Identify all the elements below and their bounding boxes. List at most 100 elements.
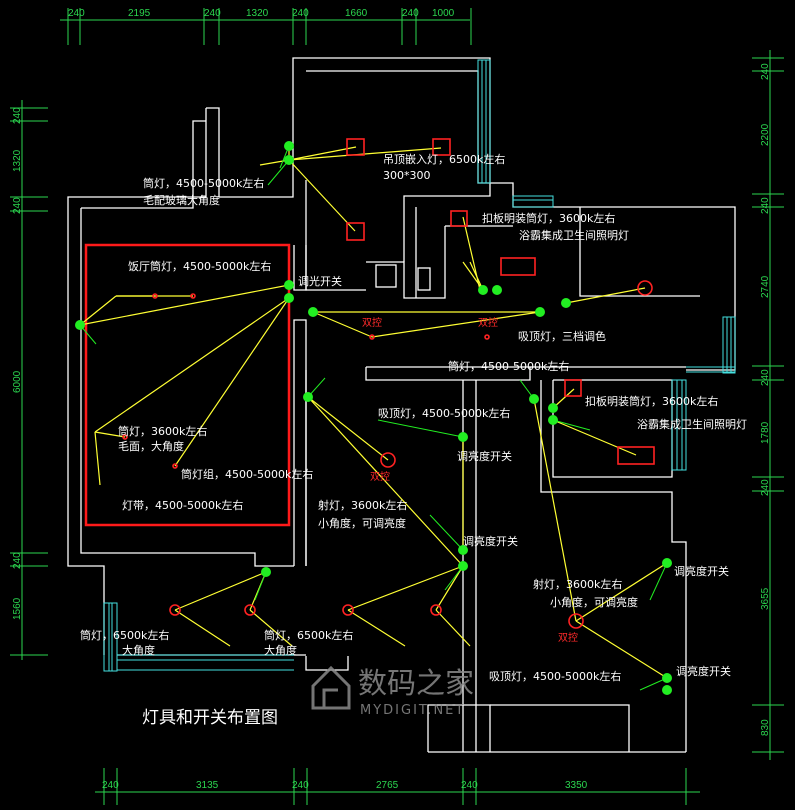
- dim-bottom-3: 240: [292, 780, 309, 791]
- label-20: 射灯，3600k左右: [533, 577, 622, 591]
- fixture-panel-2: [432, 138, 451, 156]
- switch-17: [548, 403, 558, 413]
- watermark-logo-icon: [311, 665, 351, 710]
- label-13: 调亮度开关: [457, 449, 512, 463]
- label-17: 射灯，3600k左右: [318, 498, 407, 512]
- dim-right-9: 830: [760, 719, 771, 736]
- label-10b: 浴霸集成卫生间照明灯: [637, 417, 747, 431]
- switch-9: [535, 307, 545, 317]
- dim-left-1: 240: [12, 107, 23, 124]
- switch-20: [662, 673, 672, 683]
- label-10: 扣板明装筒灯，3600k左右: [585, 394, 718, 408]
- watermark-en: MYDIGIT.NET: [360, 703, 465, 718]
- switch-14: [458, 561, 468, 571]
- fixture-spot-4: [430, 604, 442, 616]
- label-21: 双控: [558, 631, 578, 644]
- dim-left-4: 6000: [12, 370, 23, 393]
- dim-bottom-2: 3135: [196, 780, 219, 791]
- fixture-ceiling-2: [568, 613, 584, 629]
- dim-top-5: 240: [292, 8, 309, 19]
- label-24: 吸顶灯，4500-5000k左右: [489, 669, 621, 683]
- switch-16: [529, 394, 539, 404]
- label-18: 调亮度开关: [463, 534, 518, 548]
- label-23b: 大角度: [264, 643, 297, 657]
- dim-top-8: 1000: [432, 8, 455, 19]
- label-20b: 小角度，可调亮度: [550, 595, 638, 609]
- zone-highlight: [84, 243, 291, 527]
- dim-left-2: 1320: [12, 149, 23, 172]
- dim-right-3: 240: [760, 197, 771, 214]
- label-9: 筒灯，4500-5000k左右: [448, 359, 569, 373]
- label-6: 双控: [362, 316, 382, 329]
- switch-1: [284, 141, 294, 151]
- fixture-ceiling-1: [380, 452, 396, 468]
- switch-4: [284, 293, 294, 303]
- fixture-panel-3: [346, 222, 365, 241]
- fixture-panel-1: [346, 138, 365, 156]
- switch-19: [662, 558, 672, 568]
- dim-right-8: 3655: [760, 587, 771, 610]
- dim-right-1: 240: [760, 63, 771, 80]
- label-14: 双控: [370, 470, 390, 483]
- dim-top-7: 240: [402, 8, 419, 19]
- annotations: 筒灯，4500-5000k左右 毛配玻璃大角度 吊顶嵌入灯，6500k左右 30…: [80, 152, 747, 683]
- fixture-downlight-1: [637, 280, 653, 296]
- label-1: 筒灯，4500-5000k左右: [143, 176, 264, 190]
- dim-top-4: 1320: [246, 8, 269, 19]
- dim-right-7: 240: [760, 479, 771, 496]
- top-dimension-line: [60, 8, 472, 45]
- label-16: 灯带，4500-5000k左右: [122, 498, 243, 512]
- wiring: [79, 146, 668, 679]
- label-22b: 大角度: [122, 643, 155, 657]
- switch-13: [458, 545, 468, 555]
- switch-2: [284, 155, 294, 165]
- bottom-dimension-line: [95, 768, 700, 805]
- fixture-spot-2: [244, 604, 256, 616]
- light-fixtures: [122, 138, 655, 629]
- fixture-panel-6: [564, 379, 582, 397]
- label-11b: 毛面，大角度: [118, 439, 184, 453]
- label-12: 吸顶灯，4500-5000k左右: [378, 406, 510, 420]
- drawing-title: 灯具和开关布置图: [142, 708, 278, 728]
- dim-bottom-5: 240: [461, 780, 478, 791]
- fixture-dot-3: [122, 434, 128, 440]
- fixture-dot-2: [190, 293, 196, 299]
- fixture-spot-1: [169, 604, 181, 616]
- switch-21: [662, 685, 672, 695]
- switch-15: [261, 567, 271, 577]
- dim-top-6: 1660: [345, 8, 368, 19]
- fixture-dot-4: [172, 463, 178, 469]
- switch-18: [548, 415, 558, 425]
- label-3: 扣板明装筒灯，3600k左右: [482, 211, 615, 225]
- label-2: 吊顶嵌入灯，6500k左右: [383, 152, 505, 166]
- left-dimension-line: [10, 100, 48, 660]
- label-25: 调亮度开关: [676, 664, 731, 678]
- watermark: 数码之家 MYDIGIT.NET: [311, 665, 474, 718]
- switch-8: [492, 285, 502, 295]
- fixture-panel-7: [617, 446, 655, 465]
- dim-right-6: 1780: [760, 421, 771, 444]
- switch-6: [308, 307, 318, 317]
- dim-left-6: 1560: [12, 597, 23, 620]
- fixture-spot-3: [342, 604, 354, 616]
- label-23: 筒灯，6500k左右: [264, 628, 353, 642]
- dim-right-5: 240: [760, 369, 771, 386]
- label-15: 筒灯组，4500-5000k左右: [181, 467, 313, 481]
- label-8: 吸顶灯，三档调色: [518, 329, 606, 343]
- fixture-dot-6: [484, 334, 490, 340]
- fixture-dot-1: [152, 293, 158, 299]
- windows: [103, 59, 736, 672]
- dim-bottom-6: 3350: [565, 780, 588, 791]
- label-2b: 300*300: [383, 169, 431, 182]
- dim-right-2: 2200: [760, 123, 771, 146]
- switch-10: [561, 298, 571, 308]
- label-1b: 毛配玻璃大角度: [143, 193, 220, 207]
- dim-top-1: 240: [68, 8, 85, 19]
- label-5: 饭厅筒灯，4500-5000k左右: [128, 259, 271, 273]
- switch-12: [458, 432, 468, 442]
- dim-bottom-4: 2765: [376, 780, 399, 791]
- label-3b: 浴霸集成卫生间照明灯: [519, 228, 629, 242]
- label-7: 双控: [478, 316, 498, 329]
- watermark-cn: 数码之家: [358, 666, 474, 700]
